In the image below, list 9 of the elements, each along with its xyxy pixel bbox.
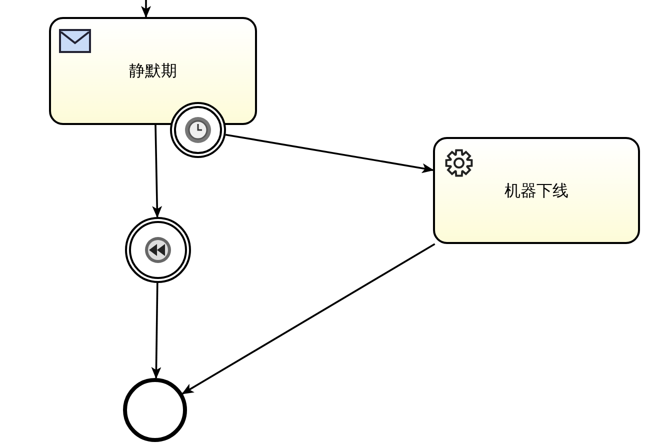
task-box xyxy=(49,17,257,125)
sequence-flow-arrow xyxy=(182,243,436,394)
task-box xyxy=(433,137,640,244)
sequence-flow-arrow xyxy=(141,0,151,18)
task-label: 静默期 xyxy=(128,61,178,82)
task-label: 机器下线 xyxy=(504,181,570,202)
sequence-flow-arrow xyxy=(151,282,162,379)
sequence-flow-arrow xyxy=(225,134,434,174)
sequence-flow-arrow xyxy=(152,124,162,218)
